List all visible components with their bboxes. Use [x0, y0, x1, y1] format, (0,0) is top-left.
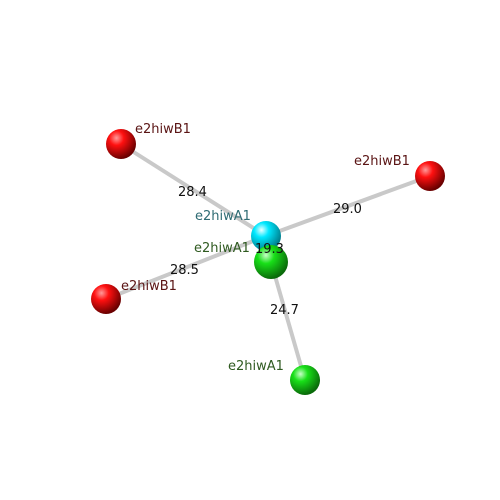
atom-center-cyan[interactable] [251, 221, 281, 251]
bonds [105, 142, 431, 381]
atoms [91, 129, 445, 395]
atom-top-left-red[interactable] [106, 129, 136, 159]
distance-label-top-left: 28.4 [178, 185, 207, 200]
distance-labels: 28.4 29.0 28.5 24.7 19.3 [170, 185, 362, 318]
atom-left-red[interactable] [91, 284, 121, 314]
node-label-center-cyan: e2hiwA1 [195, 209, 251, 224]
distance-label-right: 29.0 [333, 202, 362, 217]
atom-right-red[interactable] [415, 161, 445, 191]
atom-center-green[interactable] [254, 245, 288, 279]
node-label-left: e2hiwB1 [121, 279, 177, 294]
distance-label-bottom: 24.7 [270, 303, 299, 318]
node-label-top-left: e2hiwB1 [135, 122, 191, 137]
node-label-center-green: e2hiwA1 [194, 241, 250, 256]
node-labels: e2hiwB1 e2hiwB1 e2hiwB1 e2hiwA1 e2hiwA1 … [121, 122, 410, 374]
bond-center-right [265, 174, 431, 238]
distance-label-overlap: 19.3 [255, 242, 284, 257]
distance-label-left: 28.5 [170, 263, 199, 278]
bond-center-left [105, 234, 267, 301]
atom-bottom-green[interactable] [290, 365, 320, 395]
bond-center-top-left [119, 142, 268, 238]
node-label-right: e2hiwB1 [354, 154, 410, 169]
node-label-bottom-green: e2hiwA1 [228, 359, 284, 374]
bond-green-bottom [269, 261, 307, 381]
